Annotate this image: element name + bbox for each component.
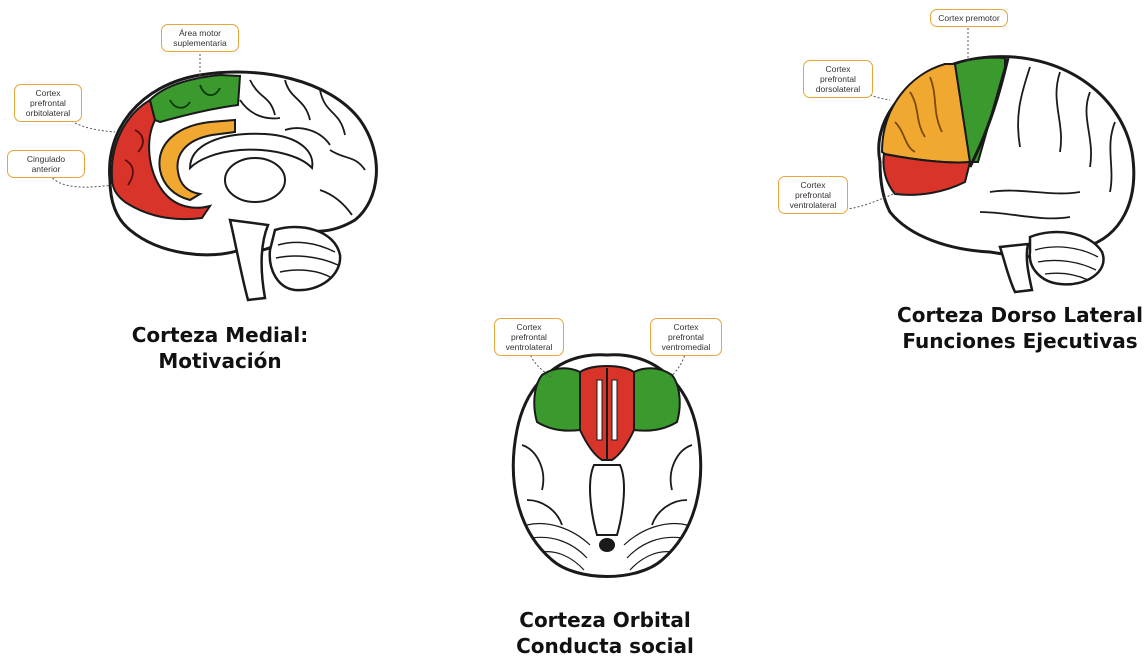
dorsolateral-caption: Corteza Dorso Lateral Funciones Ejecutiv… xyxy=(896,302,1144,354)
callout-dorsolateral: Cortex prefrontal dorsolateral xyxy=(803,60,873,98)
lateral-brainstem xyxy=(1000,244,1032,292)
orbital-caption: Corteza Orbital Conducta social xyxy=(480,607,730,659)
medial-caption: Corteza Medial: Motivación xyxy=(100,322,340,374)
callout-lateral-ventrolateral: Cortex prefrontal ventrolateral xyxy=(778,176,848,214)
medial-thalamus xyxy=(225,158,285,202)
orbital-brain-illustration xyxy=(502,350,712,590)
medial-caption-line2: Motivación xyxy=(100,348,340,374)
medial-brain-illustration xyxy=(90,60,390,320)
dorsolateral-caption-line2: Funciones Ejecutivas xyxy=(896,328,1144,354)
dorsolateral-brain-illustration xyxy=(870,52,1146,302)
orbital-brainstem xyxy=(590,465,624,535)
orbital-green-right xyxy=(634,368,680,430)
medial-brainstem xyxy=(230,220,268,300)
callout-orbital-ventrolateral: Cortex prefrontal ventrolateral xyxy=(494,318,564,356)
orbital-green-left xyxy=(534,368,580,430)
callout-area-motor: Área motor suplementaria xyxy=(161,24,239,52)
dorsolateral-caption-line1: Corteza Dorso Lateral xyxy=(896,302,1144,328)
callout-orbitolateral: Cortex prefrontal orbitolateral xyxy=(14,84,82,122)
medial-caption-line1: Corteza Medial: xyxy=(100,322,340,348)
callout-premotor: Cortex premotor xyxy=(930,9,1008,27)
orbital-olfactory-right xyxy=(612,380,617,440)
orbital-caption-line2: Conducta social xyxy=(480,633,730,659)
callout-cingulado: Cingulado anterior xyxy=(7,150,85,178)
medial-cerebellum xyxy=(270,227,340,290)
orbital-medulla xyxy=(599,538,615,552)
orbital-olfactory-left xyxy=(597,380,602,440)
orbital-caption-line1: Corteza Orbital xyxy=(480,607,730,633)
callout-orbital-ventromedial: Cortex prefrontal ventromedial xyxy=(650,318,722,356)
